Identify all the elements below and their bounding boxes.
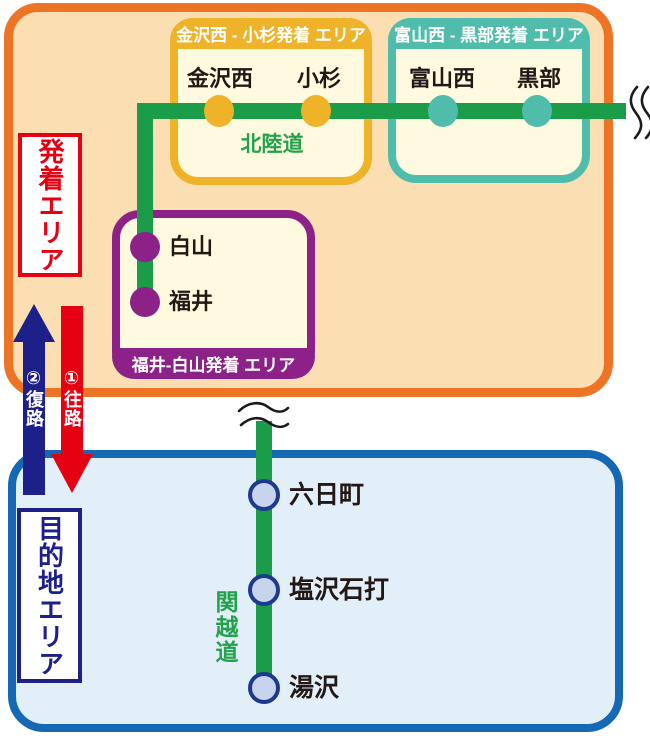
station-label-shiozawaishiuchi: 塩沢石打 [289, 576, 390, 604]
departure-area-label-box: 発着エリア [18, 133, 82, 277]
station-label-yuzawa: 湯沢 [289, 674, 340, 702]
route-break-tilde-lower [239, 416, 290, 429]
group-box-kanazawanishi-kosugi: 金沢西 - 小杉発着 エリア [170, 18, 372, 185]
outbound-arrow-label: ①往路 [62, 368, 82, 428]
destination-area-label-box: 目的地エリア [17, 508, 82, 683]
group-title-fukui-hakusan: 福井-白山発着 エリア [112, 348, 315, 379]
route-break-tilde-upper [237, 401, 290, 413]
return-arrow-label: ②復路 [24, 368, 44, 428]
group-box-fukui-hakusan: 福井-白山発着 エリア [112, 210, 315, 379]
station-label-fukui: 福井 [169, 289, 214, 314]
station-label-hakusan: 白山 [169, 234, 214, 259]
station-label-kanazawanishi: 金沢西 [186, 66, 254, 91]
route-continues-mark-right [629, 85, 643, 140]
destination-area-box [8, 450, 623, 732]
station-label-muikamachi: 六日町 [289, 481, 365, 509]
station-label-toyamanishi: 富山西 [408, 66, 476, 91]
road-label-hokuriku: 北陸道 [240, 133, 304, 156]
group-title-kanazawanishi-kosugi: 金沢西 - 小杉発着 エリア [170, 18, 372, 49]
group-title-toyamanishi-kurobe: 富山西 - 黒部発着 エリア [388, 18, 590, 49]
station-label-kosugi: 小杉 [296, 66, 342, 91]
group-box-toyamanishi-kurobe: 富山西 - 黒部発着 エリア [388, 18, 590, 183]
route-continues-mark-right-2 [640, 85, 650, 140]
destination-area-label: 目的地エリア [34, 514, 65, 677]
road-label-kanetsu: 関越道 [212, 590, 238, 665]
departure-area-label: 発着エリア [35, 137, 65, 273]
station-label-kurobe: 黒部 [516, 66, 562, 91]
